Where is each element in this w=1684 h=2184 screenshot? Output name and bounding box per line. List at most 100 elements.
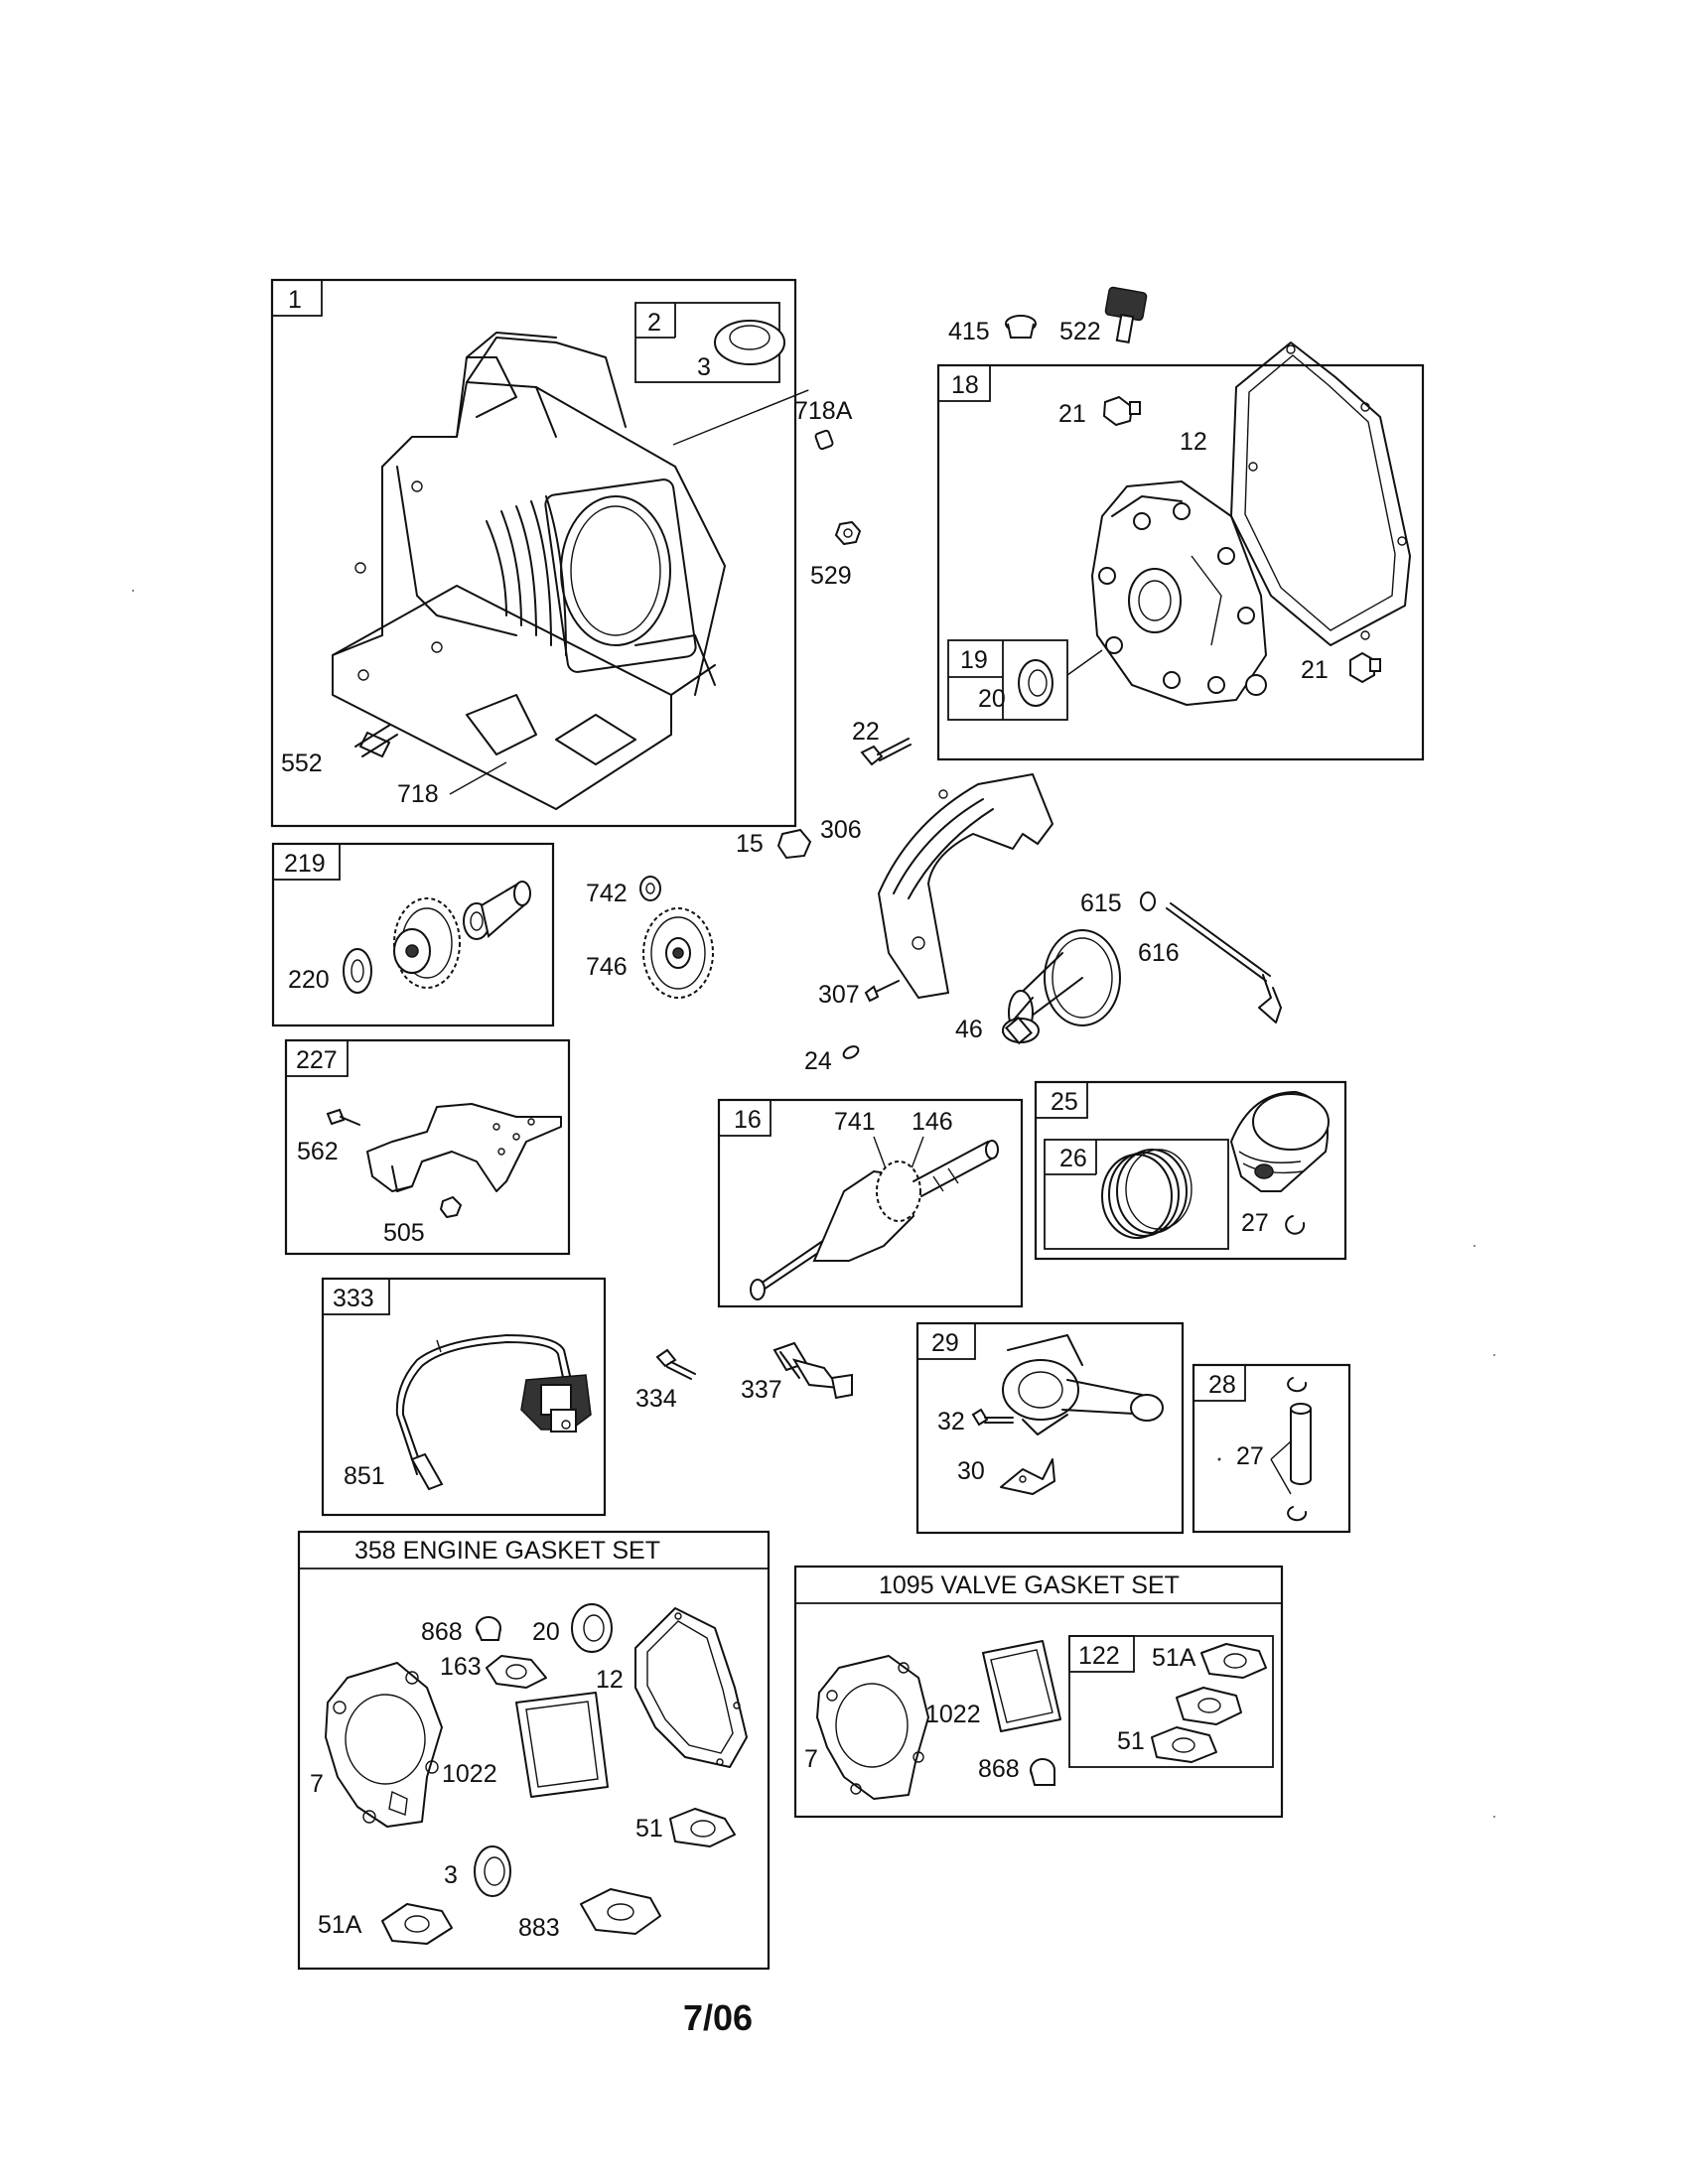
label-746: 746 (586, 953, 628, 981)
label-307: 307 (818, 981, 860, 1009)
washer-615-icon (1140, 891, 1156, 911)
valve-cover-gasket-1022-valve-set-icon (982, 1640, 1061, 1732)
piston-rings-26-icon (1101, 1149, 1193, 1239)
page-date-footer: 7/06 (683, 1997, 753, 2038)
dowel-718A-icon (814, 429, 834, 451)
box-label-227: 227 (296, 1046, 338, 1074)
valve-cover-gasket-1022-icon (515, 1692, 609, 1798)
head-gasket-7-valve-set-icon (816, 1655, 929, 1800)
spark-plug-wire-851-icon (395, 1334, 572, 1491)
gear-219-icon (393, 897, 461, 989)
nut-505-icon (439, 1195, 463, 1219)
screw-562-icon (326, 1108, 360, 1126)
group-1-cylinder-block: 1 2 3 (270, 278, 809, 828)
label-30: 30 (957, 1457, 985, 1485)
valve-label-51A: 51A (1152, 1644, 1196, 1672)
screw-307-icon (864, 980, 900, 1003)
seal-3-gasket-set-icon (474, 1845, 511, 1897)
label-616: 616 (1138, 939, 1180, 967)
gasket-51A-valve-set-icon (1200, 1643, 1267, 1679)
gasket-label-163: 163 (440, 1653, 482, 1681)
group-29-connecting-rod: 29 32 30 (915, 1321, 1185, 1535)
dowel-pin-552-icon (354, 724, 398, 758)
label-337: 337 (741, 1376, 782, 1404)
gasket-51-icon (669, 1808, 736, 1847)
governor-shaft-616-icon (1166, 902, 1282, 1024)
crankshaft-icon (750, 1140, 999, 1300)
bolt-22-icon (860, 738, 912, 766)
breather-868-valve-set-icon (1030, 1758, 1055, 1786)
label-552: 552 (281, 750, 323, 777)
cover-gasket-12-set-icon (634, 1607, 748, 1768)
box-label-26: 26 (1059, 1145, 1087, 1172)
group-333-armature: 333 851 (321, 1277, 607, 1517)
washer-220-icon (343, 948, 372, 994)
spark-plug-337-icon (772, 1341, 853, 1400)
gasket-label-51: 51 (635, 1815, 663, 1843)
gasket-883-icon (580, 1888, 661, 1935)
valve-label-1022: 1022 (925, 1701, 981, 1728)
group-16-crankshaft: 16 741 146 (717, 1098, 1024, 1308)
box-label-29: 29 (931, 1329, 959, 1357)
screw-334-icon (655, 1348, 696, 1380)
label-334: 334 (635, 1385, 677, 1413)
label-562: 562 (297, 1138, 339, 1165)
label-24: 24 (804, 1047, 832, 1075)
group-1095-valve-gasket-set: 1095 VALVE GASKET SET 7 1022 868 122 51A (793, 1565, 1284, 1819)
label-615: 615 (1080, 889, 1122, 917)
group-25-piston: 25 26 27 (1034, 1080, 1347, 1261)
label-522: 522 (1059, 318, 1101, 345)
gear-746-icon (642, 907, 714, 999)
gasket-163-icon (486, 1655, 547, 1689)
label-46: 46 (955, 1016, 983, 1043)
box-label-1: 1 (288, 286, 302, 314)
gasket-label-883: 883 (518, 1914, 560, 1942)
wrist-pin-28-icon (1270, 1377, 1312, 1522)
label-32: 32 (937, 1408, 965, 1435)
gasket-label-868: 868 (421, 1618, 463, 1646)
box-label-25: 25 (1051, 1088, 1078, 1116)
cylinder-block-icon (332, 332, 726, 810)
valve-label-51: 51 (1117, 1727, 1145, 1755)
dipstick-plug-415-icon (1005, 315, 1037, 339)
label-27-pin: 27 (1236, 1442, 1264, 1470)
label-3: 3 (697, 353, 711, 381)
piston-25-icon (1229, 1090, 1330, 1192)
box-label-16: 16 (734, 1106, 762, 1134)
breather-868-icon (476, 1616, 501, 1641)
gasket-label-20: 20 (532, 1618, 560, 1646)
group-18-crankcase-cover: 18 21 12 (936, 341, 1425, 761)
pin-24-icon (842, 1045, 860, 1059)
label-306: 306 (820, 816, 862, 844)
governor-bracket-306-icon (878, 773, 1053, 999)
label-12: 12 (1180, 428, 1207, 456)
seal-20-icon (1018, 659, 1053, 707)
shaft-219-icon (463, 881, 531, 940)
label-146: 146 (912, 1108, 953, 1136)
valve-label-7: 7 (804, 1745, 818, 1773)
cover-gasket-12-icon (1230, 341, 1411, 646)
seal-20-gasket-set-icon (571, 1603, 613, 1653)
group-219-gear: 219 220 (271, 842, 555, 1027)
crankcase-cover-icon (1091, 480, 1267, 706)
label-22: 22 (852, 718, 880, 746)
oil-seal-icon (714, 320, 785, 365)
group-227-governor-lever: 227 562 505 (284, 1038, 571, 1256)
camshaft-46-icon (1002, 929, 1121, 1045)
label-718: 718 (397, 780, 439, 808)
gasket-51-valve-set-icon (1151, 1726, 1217, 1763)
label-741: 741 (834, 1108, 876, 1136)
label-505: 505 (383, 1219, 425, 1247)
gasket-label-51A: 51A (318, 1911, 362, 1939)
head-gasket-7-icon (325, 1662, 443, 1828)
gasket-51A-icon (381, 1903, 453, 1945)
governor-lever-227-icon (366, 1103, 562, 1192)
label-27-piston: 27 (1241, 1209, 1269, 1237)
valve-gasket-set-title: 1095 VALVE GASKET SET (879, 1571, 1180, 1599)
engine-gasket-set-title: 358 ENGINE GASKET SET (354, 1537, 660, 1565)
gasket-label-3: 3 (444, 1861, 458, 1889)
label-21-bottom: 21 (1301, 656, 1329, 684)
box-label-122: 122 (1078, 1642, 1120, 1670)
